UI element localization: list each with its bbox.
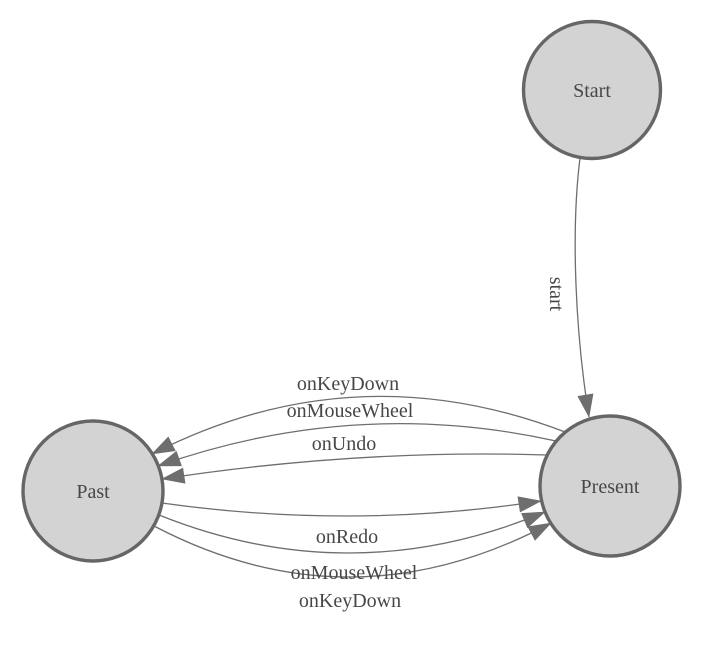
transition-edge-onundo-to-past (161, 453, 548, 484)
edge-label-onkeydown-bottom: onKeyDown (299, 590, 401, 612)
edge-label-onredo: onRedo (316, 526, 378, 548)
state-node-start (521, 19, 663, 161)
state-label-present: Present (581, 476, 640, 498)
transition-edge-start (574, 157, 594, 418)
edge-label-onmousewheel-bottom: onMouseWheel (291, 562, 418, 584)
state-label-past: Past (76, 481, 110, 503)
state-node-present (538, 414, 682, 558)
edge-label-onmousewheel-top: onMouseWheel (287, 400, 414, 422)
state-node-past (21, 419, 165, 563)
transition-edge-onmousewheel-to-past (157, 422, 557, 467)
transition-edge-onredo-to-present (161, 496, 542, 517)
state-label-start: Start (573, 80, 611, 102)
transition-edge-onkeydown-to-present (153, 522, 552, 578)
edge-label-onundo: onUndo (312, 433, 376, 455)
transition-edge-onkeydown-to-past (151, 395, 566, 455)
edge-label-start: start (545, 277, 567, 312)
edge-label-onkeydown-top: onKeyDown (297, 373, 399, 395)
transition-edge-onmousewheel-to-present (158, 511, 546, 554)
